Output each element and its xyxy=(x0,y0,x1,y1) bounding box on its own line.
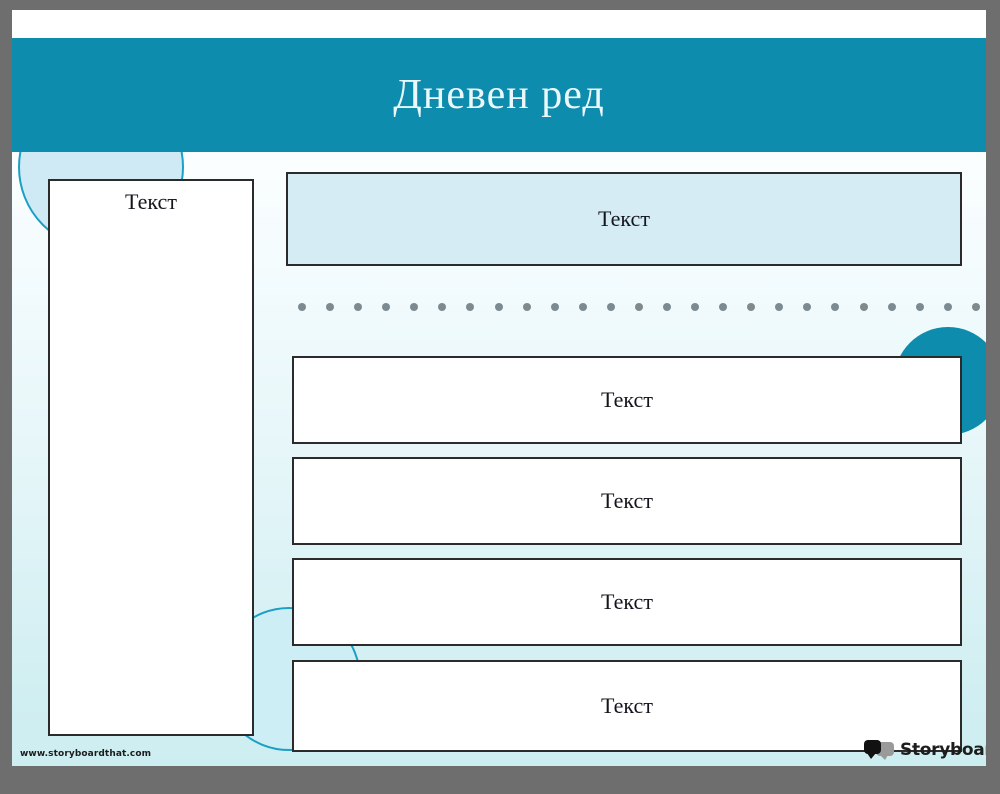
divider-dot xyxy=(522,303,531,311)
divider-dot xyxy=(494,303,503,311)
divider-dot xyxy=(634,303,643,311)
brand-wordmark-primary: Storyboard xyxy=(900,740,986,760)
content-box-3-label: Текст xyxy=(601,488,653,513)
divider-dot xyxy=(971,303,980,311)
page-title: Дневен ред xyxy=(393,72,605,118)
divider-dot xyxy=(831,303,840,311)
divider-dot xyxy=(410,303,419,311)
divider-dot xyxy=(943,303,952,311)
slide-top-strip xyxy=(12,10,986,38)
divider-dot xyxy=(382,303,391,311)
side-text-box[interactable]: Текст xyxy=(48,179,254,736)
slide-canvas: Дневен ред Текст Текст Текст Текст xyxy=(12,10,986,766)
divider-dot xyxy=(663,303,672,311)
speech-bubble-front-icon xyxy=(864,740,881,759)
divider-dot xyxy=(466,303,475,311)
divider-dot xyxy=(606,303,615,311)
site-url-label[interactable]: www.storyboardthat.com xyxy=(20,749,152,759)
divider-dot xyxy=(298,303,306,311)
dotted-divider xyxy=(298,302,980,312)
divider-dot xyxy=(859,303,868,311)
divider-dot xyxy=(887,303,896,311)
divider-dot xyxy=(354,303,363,311)
divider-dot xyxy=(775,303,784,311)
content-box-5-label: Текст xyxy=(601,693,653,718)
content-box-3[interactable]: Текст xyxy=(292,457,962,545)
divider-dot xyxy=(550,303,559,311)
divider-dot xyxy=(747,303,756,311)
divider-dot xyxy=(915,303,924,311)
speech-bubbles-icon xyxy=(864,740,894,760)
content-box-4-label: Текст xyxy=(601,589,653,614)
side-text-box-label: Текст xyxy=(125,189,177,214)
brand-wordmark: StoryboardThat xyxy=(900,740,986,760)
divider-dot xyxy=(803,303,812,311)
content-box-4[interactable]: Текст xyxy=(292,558,962,646)
divider-dot xyxy=(578,303,587,311)
content-box-5[interactable]: Текст xyxy=(292,660,962,752)
content-box-2-label: Текст xyxy=(601,387,653,412)
divider-dot xyxy=(326,303,335,311)
content-box-1-label: Текст xyxy=(598,206,650,231)
content-box-1[interactable]: Текст xyxy=(286,172,962,266)
divider-dot xyxy=(691,303,700,311)
slide-body: Текст Текст Текст Текст Текст Текст www.… xyxy=(12,152,986,766)
content-box-2[interactable]: Текст xyxy=(292,356,962,444)
divider-dot xyxy=(719,303,728,311)
divider-dot xyxy=(438,303,447,311)
storyboardthat-logo: StoryboardThat xyxy=(864,740,986,760)
slide-title-banner: Дневен ред xyxy=(12,38,986,152)
